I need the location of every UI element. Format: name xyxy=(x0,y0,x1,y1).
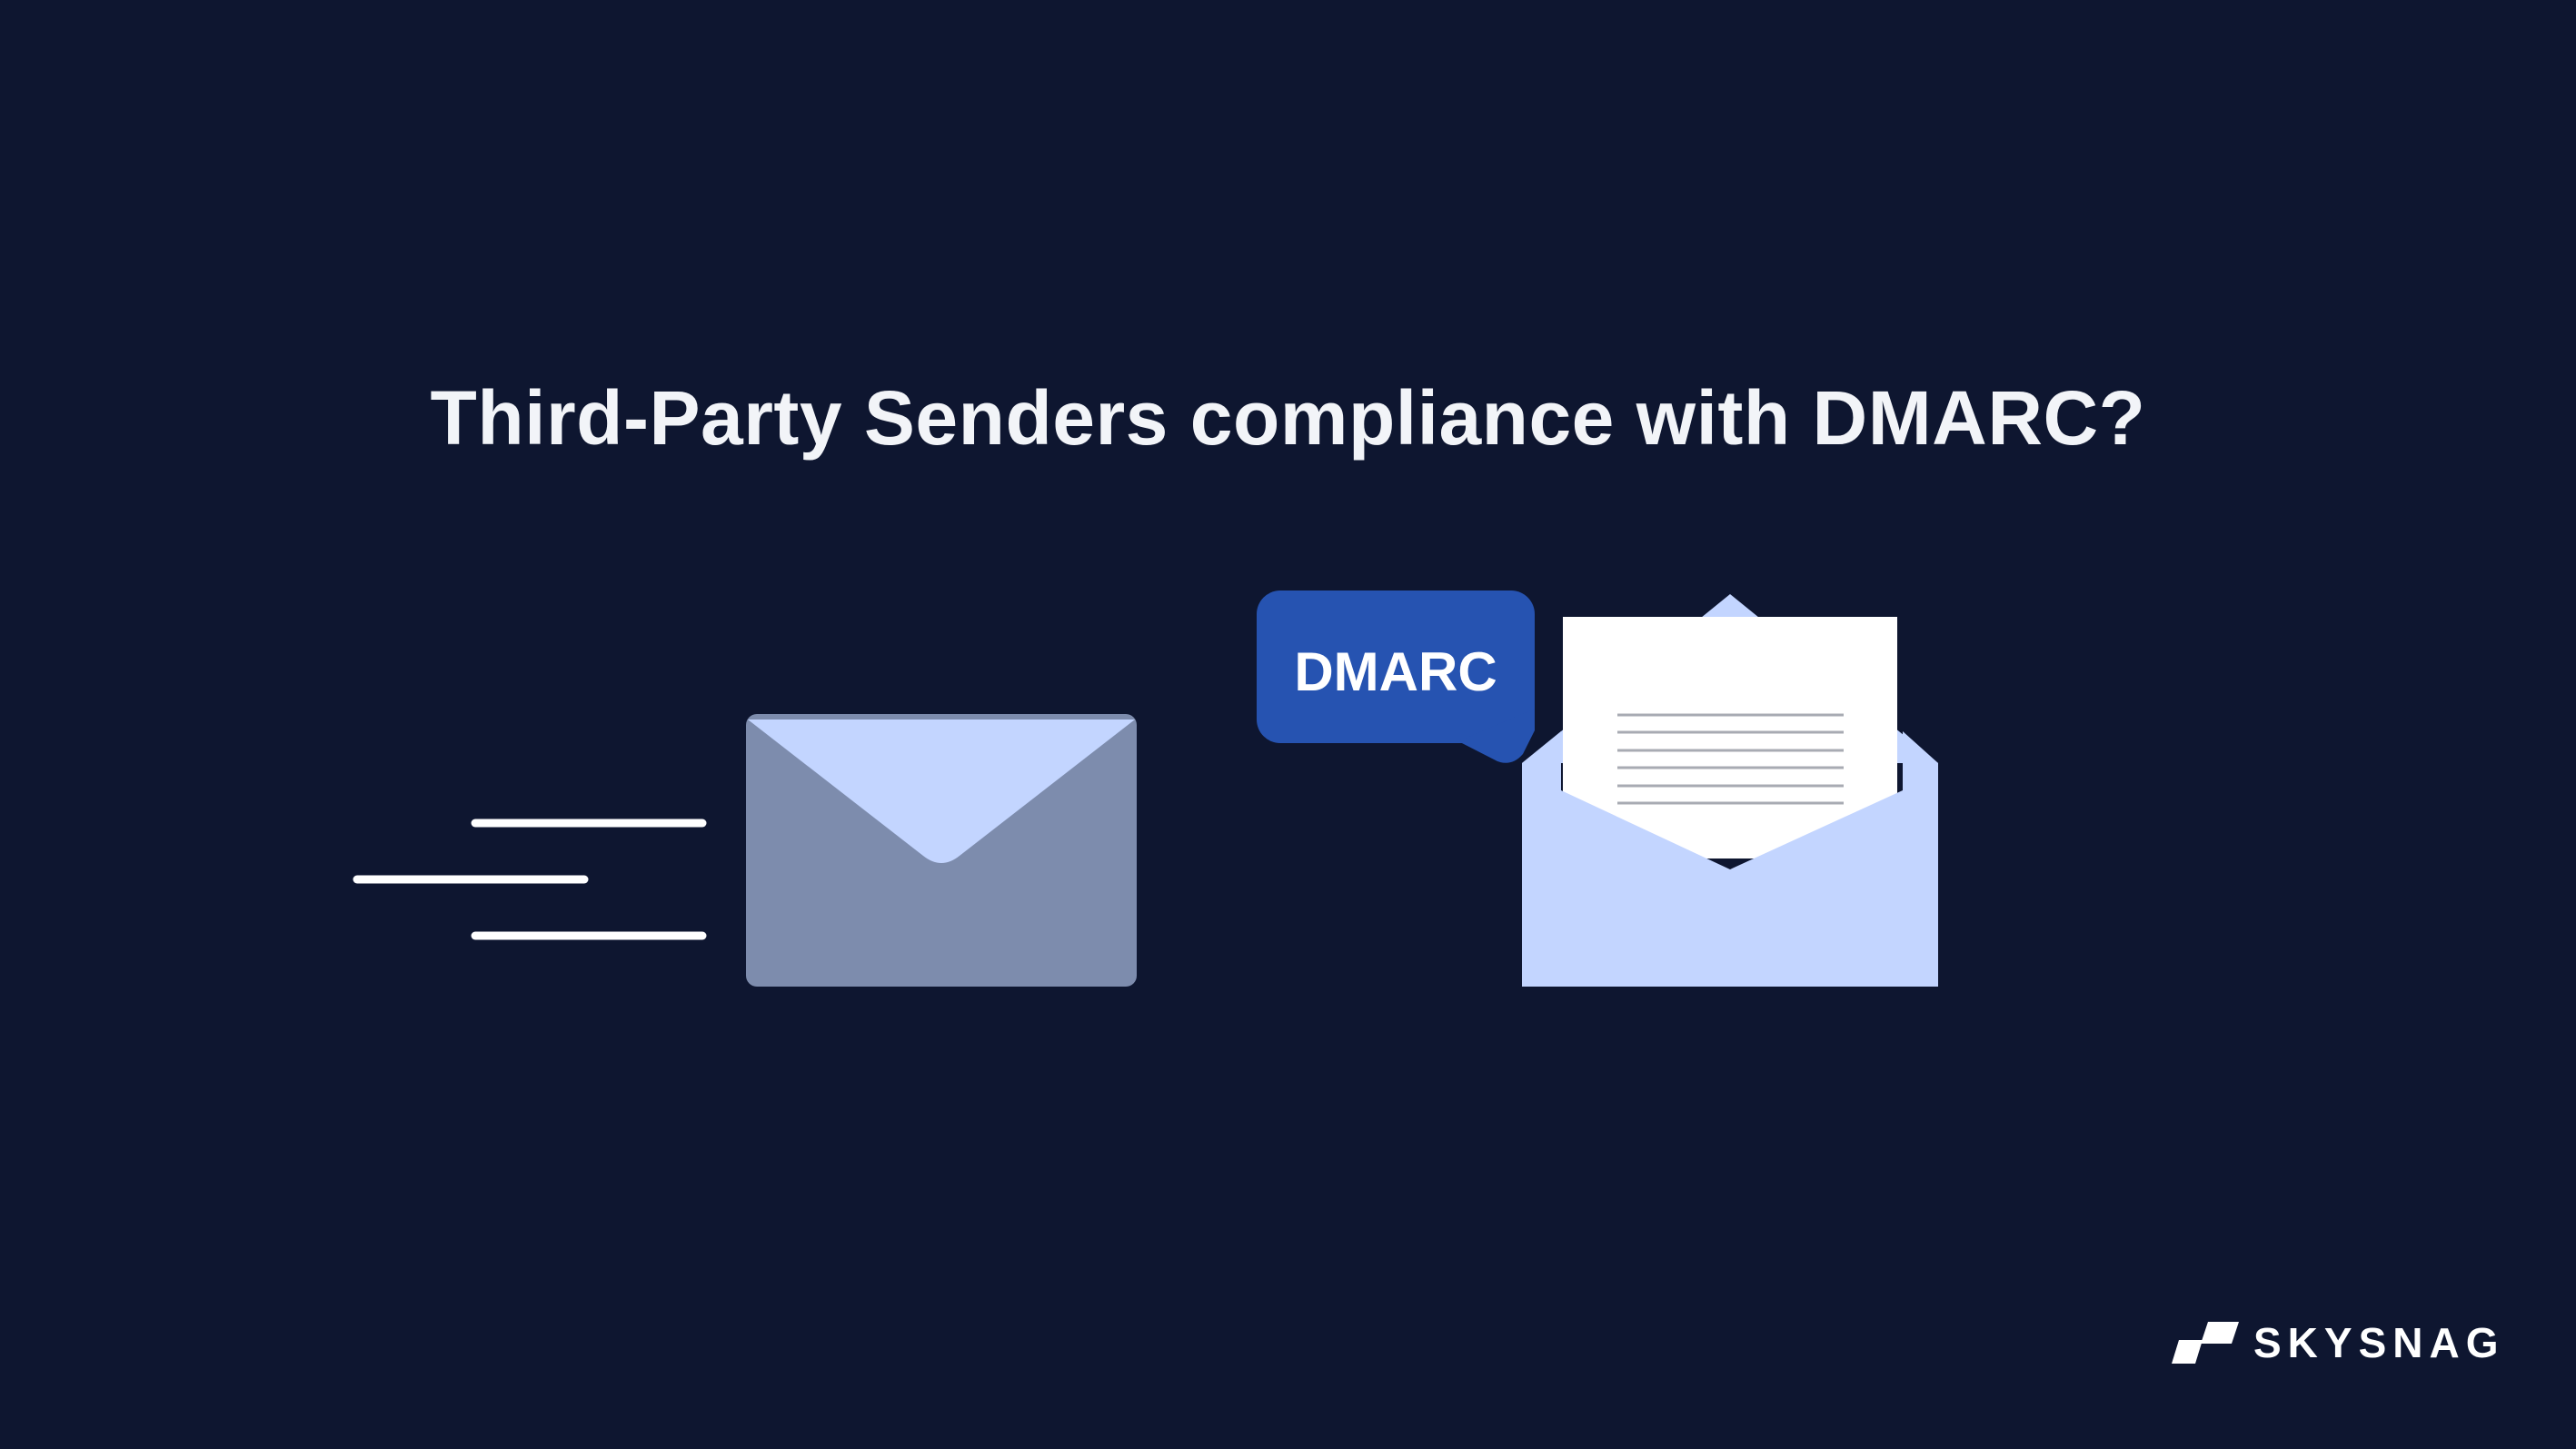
closed-envelope-icon xyxy=(746,714,1137,987)
speed-lines xyxy=(353,819,707,940)
skysnag-logo-text: SKYSNAG xyxy=(2253,1319,2505,1366)
closed-envelope-flap xyxy=(748,720,1135,863)
letter-lines xyxy=(1617,713,1844,805)
open-envelope-icon xyxy=(1522,594,1938,987)
skysnag-logo: SKYSNAG xyxy=(2172,1319,2504,1366)
dmarc-badge: DMARC xyxy=(1257,591,1535,763)
skysnag-logo-icon xyxy=(2172,1322,2239,1364)
open-envelope-front xyxy=(1522,731,1938,987)
headline: Third-Party Senders compliance with DMAR… xyxy=(430,375,2146,461)
dmarc-badge-label: DMARC xyxy=(1294,641,1497,702)
